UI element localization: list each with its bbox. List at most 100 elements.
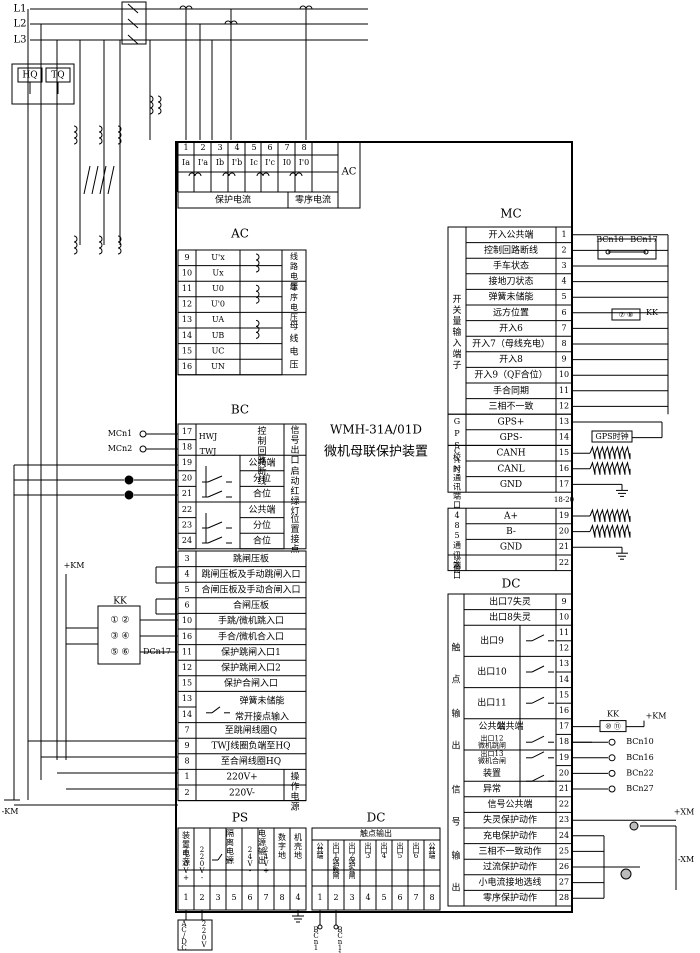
dc-label-17: 公共端 [496,720,523,732]
ps-label-chassis-ground: 机壳地 [294,832,302,860]
mc-can-block [447,444,573,493]
mc-eth-num: 22 [559,558,569,567]
contact-blade [531,751,545,759]
dc-num-24: 24 [559,831,569,840]
mc-485-num-20: 20 [559,527,569,536]
mc-label-5: 弹簧未储能 [488,291,533,303]
bc-control-label-15: 保护合闸入口 [224,677,278,689]
breaker-frame [121,1,147,45]
bc-control-num-7: 7 [184,725,189,734]
bc-sig-label-23: 分位 [253,519,271,531]
ac-top-label-3: Ib [216,158,224,167]
bc-pos-contact-label: 位置接点 [290,513,299,555]
mc-num-2: 2 [561,245,566,254]
ct-switch [99,165,107,195]
bc-control-label-3: 跳闸压板 [233,552,269,564]
bc-control-num-1: 1 [184,772,189,781]
mc-kk-label: KK [646,308,659,317]
bc-sig-out-label: 信号出口 [290,424,299,466]
dc-label-9: 出口7失灵 [489,595,531,607]
bc-ctrl-label: 控制回路断线 [257,425,266,487]
mc-label-11: 手合同期 [493,384,529,396]
dc-side-char-6: 输 [451,850,460,862]
relay-tq [45,67,71,83]
dc-bottom-num-2: 2 [333,893,338,902]
bc-control-label-11: 保护跳闸入口1 [221,646,281,658]
mc-gps-num-13: 13 [559,417,569,426]
dc-side-char-7: 出 [451,882,460,894]
mc-label-4: 接地刀状态 [488,275,533,287]
mc-num-4: 4 [561,277,566,286]
mcn2-label: MCn2 [108,444,133,453]
mc-kk-terminals: ⑦ ⑧ [619,311,634,319]
dc-num-25: 25 [559,846,569,855]
bc-control-num-12: 12 [182,663,192,672]
bc-signal-block [177,423,307,550]
dc-num-15: 15 [559,690,569,699]
contact-blade [207,475,223,483]
mc-label-12: 三相不一致 [488,400,533,412]
ac-volt-label-14: UB [212,331,225,340]
mc-gps-num-14: 14 [559,433,569,442]
ac-volt-label-16: UN [211,362,225,371]
dc-bottom-bcn11: BCn11 [337,926,342,953]
current-transformer [299,5,313,10]
dc-xm-plus-label: +XM [674,807,695,816]
line-1-label: L1 [13,4,26,15]
ac-volt-label-11: U0 [212,284,224,293]
ct-switch [91,165,99,195]
dc-label-27: 小电流接地选线 [478,876,541,888]
dc-num-13: 13 [559,659,569,668]
bc-sig-num-21: 21 [182,489,192,498]
bc-control-label-8: 至合闸线圈HQ [221,755,281,767]
mc-label-9: 开入8 [499,354,523,365]
bc-sig-num-24: 24 [182,536,192,545]
dc-fault-label-b: 异常 [483,783,501,795]
ac-label-box [337,141,361,209]
ac-volt-label-9: U'x [211,253,225,262]
ac-volt-coil [255,284,260,304]
signal-bell [620,868,632,880]
dc-out12-label: 出口12 [481,733,504,742]
mc-485-label-19: A+ [503,512,518,522]
ps-label-output: 电源输出 [258,828,266,865]
ac-volt-num-13: 13 [182,315,192,324]
ps-num-8: 8 [279,893,284,902]
ac-top-coil [222,172,236,177]
device-model: WMH-31A/01D [330,423,422,437]
ps-block [177,827,307,911]
ac-top-num-1: 1 [183,143,188,152]
dc-num-26: 26 [559,862,569,871]
dc-bottom-section: DC [367,811,386,825]
bc-sig-num-22: 22 [182,505,192,514]
signal-lamp [124,490,134,500]
mc-bcn17-label: BCn17 [630,235,657,244]
mc-label-2: 控制回路断线 [484,244,538,256]
bc-control-num-4: 4 [184,569,189,578]
dc-num-10: 10 [559,612,569,621]
dc-out-13: 出口10 [477,666,507,678]
mc-num-8: 8 [561,339,566,348]
kk-row-1: ③ ④ [111,632,130,642]
mc-eth-label: 以太网 [454,554,461,574]
mc-label-1: 开入公共端 [488,228,533,240]
ac-volt-section: AC [230,227,249,241]
ps-input-box [177,919,213,951]
breaker-blade [127,3,139,14]
bc-control-num-13: 13 [182,694,192,703]
contact-blade [531,735,545,743]
bc-power-label: 操作电源 [290,770,299,812]
terminal-dot [605,249,611,255]
bc-hwj-label: HWJ [199,432,217,441]
dc-label-24: 充电保护动作 [483,829,537,841]
ac-volt-label-13: UA [212,315,224,324]
km-plus-label: +KM [64,561,85,570]
ac-top-label-6: I'c [265,158,275,167]
dc-num-14: 14 [559,675,569,684]
